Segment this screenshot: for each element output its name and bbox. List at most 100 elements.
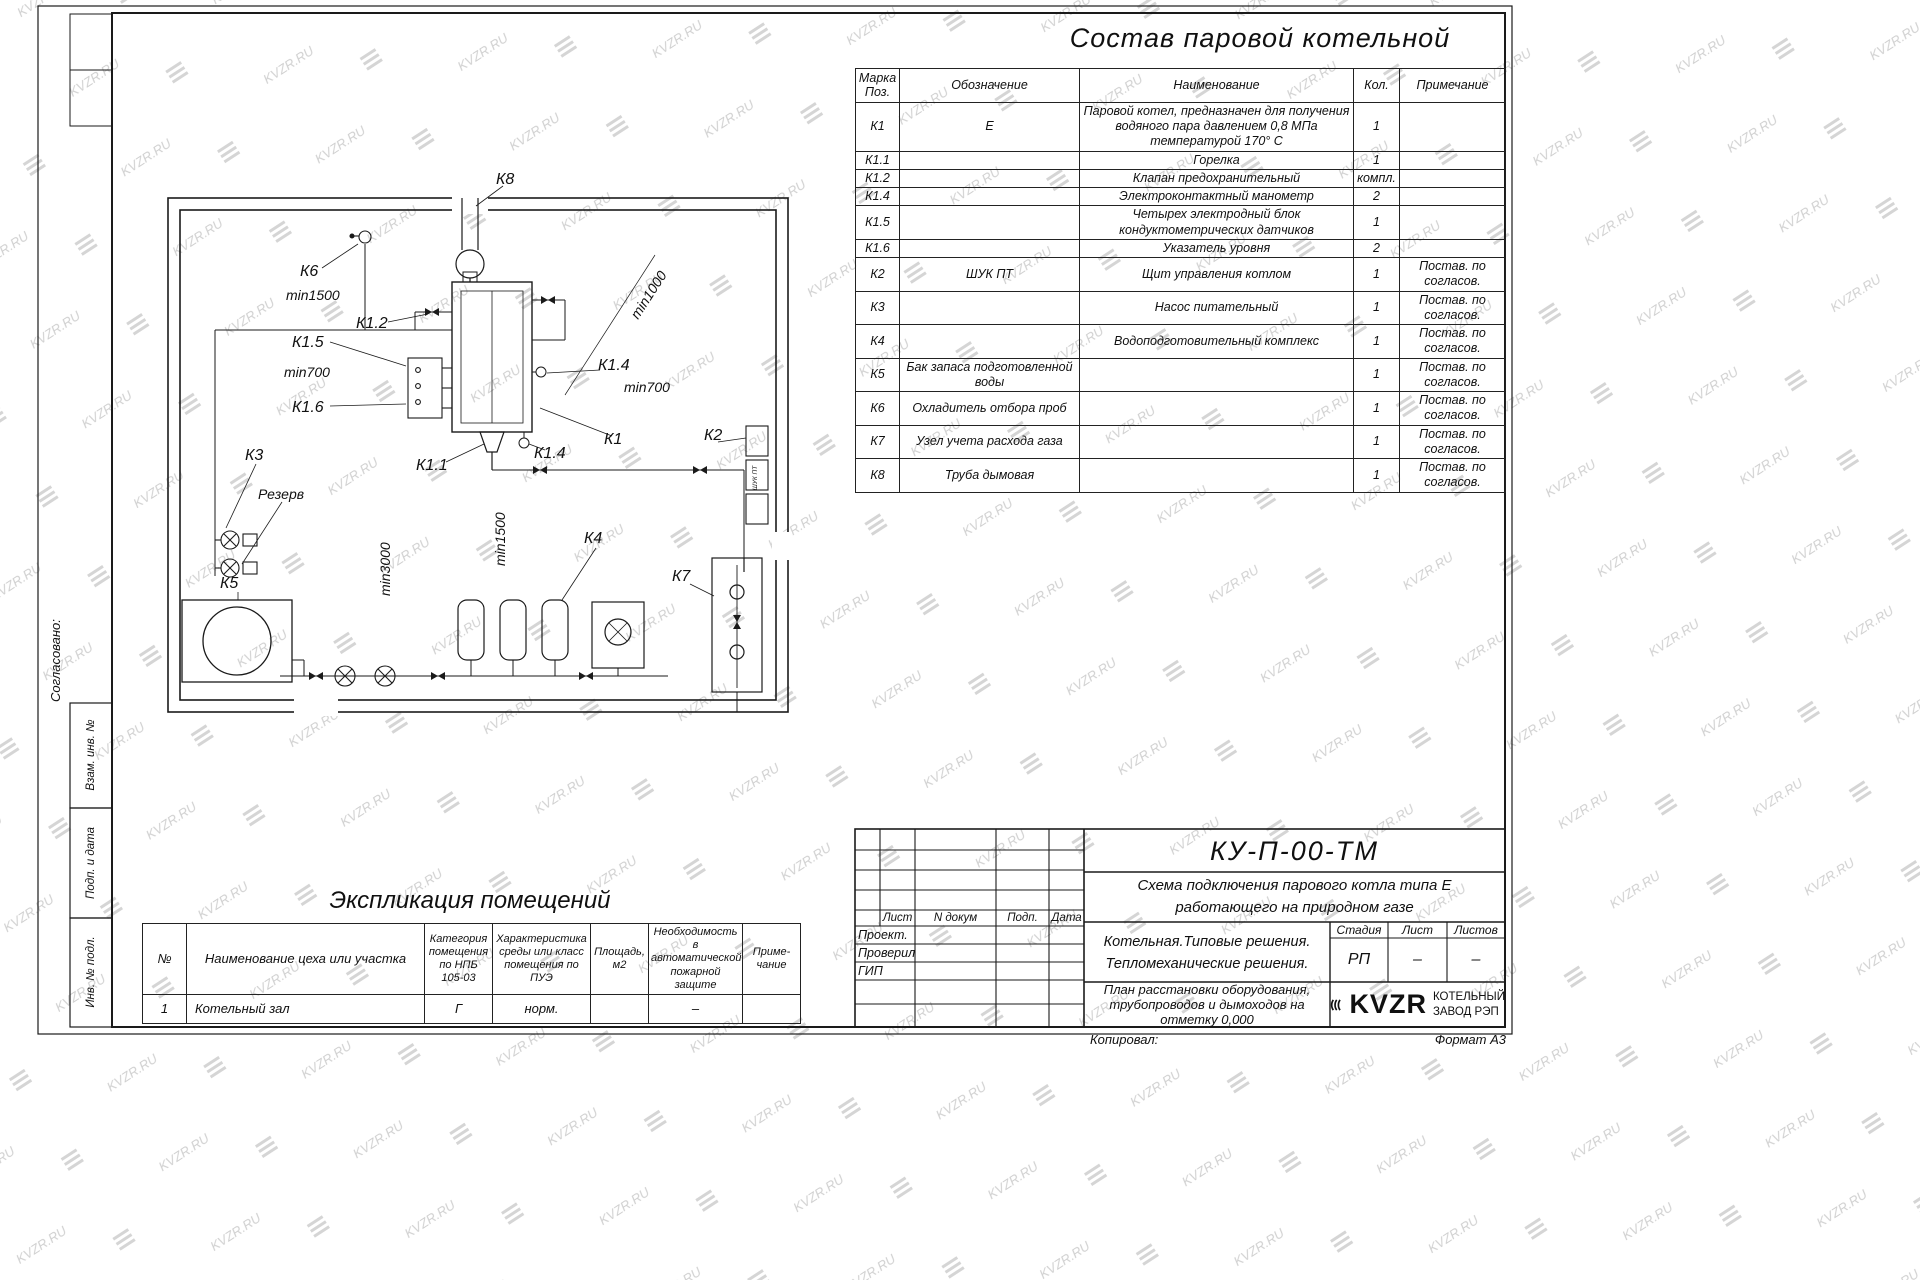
col-header-mark: Марка Поз. [855,68,900,103]
role-gip: ГИП [858,964,883,978]
explication-table-header: № Наименование цеха или участка Категори… [142,923,801,995]
table-cell: 1 [1353,101,1400,152]
table-cell: Котельный зал [186,993,425,1024]
table-cell: 1 [1353,257,1400,292]
table-cell [899,168,1080,189]
org-line1: Котельная.Типовые решения. [1103,934,1311,951]
table-cell: Клапан предохранительный [1079,168,1354,189]
doc-title-line1: Схема подключения парового котла типа Е [1137,877,1452,895]
plan-caption: План расстановки оборудования, трубопров… [1103,981,1311,1028]
table-cell: Электроконтактный манометр [1079,186,1354,207]
explication-table: № Наименование цеха или участка Категори… [142,923,801,1024]
table-cell [1399,238,1506,259]
label-min1000: min1000 [627,268,670,322]
table-cell: Труба дымовая [899,458,1080,493]
logo-caption-line1: КОТЕЛЬНЫЙ [1432,990,1505,1003]
table-cell: 1 [1353,357,1400,392]
label-k1-4-right: К1.4 [598,357,630,374]
table-cell [899,238,1080,259]
table-cell: К1.5 [855,205,900,240]
org-line2: Тепломеханические решения. [1105,956,1309,972]
label-k3: К3 [245,447,263,464]
feed-pumps [215,530,258,578]
sheets-header: Листов [1454,923,1498,937]
table-cell [1399,101,1506,152]
label-k1-4-bottom: К1.4 [534,445,566,462]
logo-cell: KVZR КОТЕЛЬНЫЙ ЗАВОД РЭП [1330,982,1505,1027]
chimney [455,198,485,282]
label-min1500-top: min1500 [286,287,340,303]
equipment-table: Марка Поз. Обозначение Наименование Кол.… [855,68,1506,493]
sheet-value: – [1413,951,1422,968]
table-cell: К1.6 [855,238,900,259]
table-cell: Е [899,101,1080,152]
table-cell: К1 [855,101,900,152]
table-cell [1399,168,1506,189]
table-cell: Водоподготовительный комплекс [1079,324,1354,359]
table-cell: К7 [855,424,900,459]
col-header-note: Приме-чание [742,923,801,995]
table-cell [899,205,1080,240]
equipment-table-header: Марка Поз. Обозначение Наименование Кол.… [855,68,1506,103]
stamp-inv-label: Инв. № подл. [85,936,97,1007]
label-k1-2: К1.2 [356,315,388,332]
label-k1-5: К1.5 [292,334,324,351]
table-cell [1079,357,1354,392]
table-cell: К3 [855,290,900,325]
table-cell: К5 [855,357,900,392]
table-cell: К2 [855,257,900,292]
col-header-fire-protection: Необходимость в автоматической пожарной … [648,923,743,995]
label-k5: К5 [220,575,238,592]
pipe-valves [309,296,707,680]
table-cell [899,324,1080,359]
table-cell [899,290,1080,325]
col-header-environment: Характеристика среды или класс помещения… [492,923,591,995]
th-ndoc: N докум [933,912,978,924]
sample-cooler [349,230,372,244]
table-cell [1079,424,1354,459]
table-cell: Указатель уровня [1079,238,1354,259]
label-min1500-mid: min1500 [492,512,508,566]
burner [479,431,505,470]
table-row: К1.5 Четырех электродный блок кондуктомет… [855,205,1506,240]
table-cell [1399,150,1506,170]
table-cell: Постав. по согласов. [1399,257,1506,292]
table-cell: 1 [142,993,187,1024]
sheet-header: Лист [1402,923,1433,937]
table-cell [899,186,1080,207]
copied-label: Копировал: [1090,1032,1159,1047]
stamp-vzam-label: Взам. инв. № [85,719,97,791]
label-k7: К7 [672,568,691,585]
stage-header: Стадия [1336,923,1382,937]
table-cell: К1.4 [855,186,900,207]
explication-title: Экспликация помещений [329,887,611,914]
table-cell: Паровой котел, предназначен для получени… [1079,101,1354,152]
label-min700-left: min700 [284,364,330,380]
doc-number: КУ-П-00-ТМ [1209,835,1380,866]
stamp-podp-label: Подп. и дата [85,827,97,899]
logo-caption-line2: ЗАВОД РЭП [1432,1005,1499,1018]
logo-text: KVZR [1349,989,1427,1019]
table-cell: 1 [1353,150,1400,170]
th-list: Лист [882,912,913,924]
col-header-note: Примечание [1399,68,1506,103]
table-cell: К6 [855,391,900,426]
label-k4: К4 [584,530,602,547]
table-cell: – [648,993,743,1024]
table-cell: 1 [1353,458,1400,493]
col-header-area: Площадь, м2 [590,923,649,995]
table-cell: Четырех электродный блок кондуктометриче… [1079,205,1354,240]
table-cell: Постав. по согласов. [1399,424,1506,459]
label-k1: К1 [604,431,622,448]
